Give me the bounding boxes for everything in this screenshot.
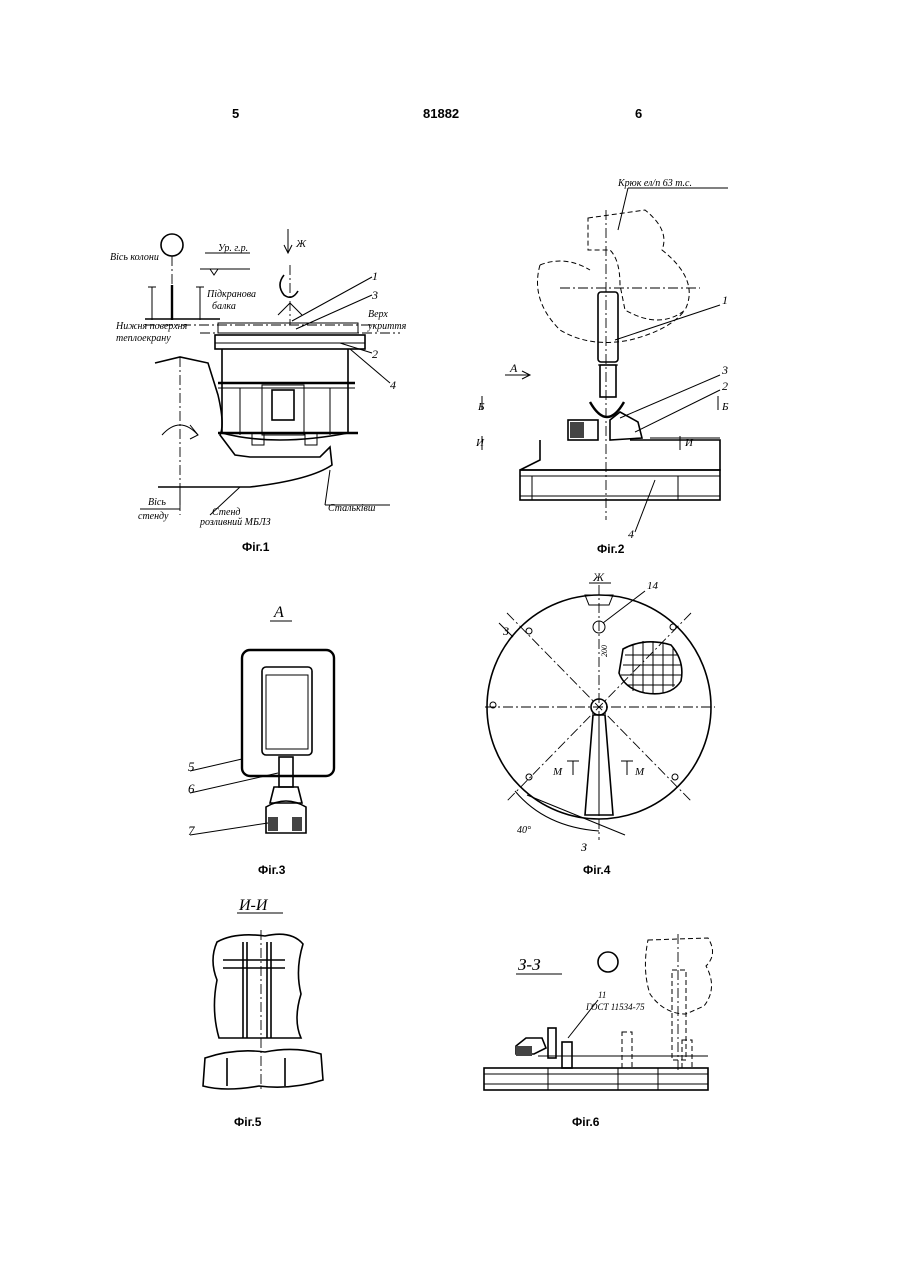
figure-2-drawing: Крюк ел/п 63 т.с. А Б Б И И 1 3 2 4 <box>470 170 740 540</box>
figure-5-caption: Фіг.5 <box>234 1115 261 1129</box>
fig1-label-column-axis: Вісь колони <box>110 252 159 263</box>
fig4-label-top: Ж <box>592 570 605 584</box>
fig4-label-dim-200: 200 <box>600 645 609 657</box>
fig2-label-view-a: А <box>509 361 518 375</box>
fig2-label-sec-b-left: Б <box>477 401 485 413</box>
figure-3-drawing: А 5 6 7 <box>180 595 350 850</box>
fig1-label-stand-axis-2: стенду <box>138 511 169 522</box>
fig2-label-sec-b-right: Б <box>721 401 729 413</box>
fig4-label-angle: 40° <box>517 825 531 836</box>
fig1-label-n3: 3 <box>371 288 378 302</box>
fig1-label-top-cover-2: укриття <box>367 321 407 332</box>
fig3-label-title: А <box>273 604 284 621</box>
fig4-label-sec-m-left: М <box>552 766 563 778</box>
figure-1-drawing: Вісь колони Ур. г.р. Ж Підкранова балка … <box>100 225 410 525</box>
fig1-label-crane-beam-2: балка <box>212 301 236 312</box>
fig4-label-n14: 14 <box>647 580 659 592</box>
fig3-label-n6: 6 <box>188 781 195 796</box>
fig2-label-sec-i-left: И <box>475 437 485 449</box>
fig4-label-sec-z-bottom: З <box>581 840 587 854</box>
figure-3-caption: Фіг.3 <box>258 863 285 877</box>
fig1-label-ladle: Стальківш <box>328 503 376 514</box>
fig1-label-stand-2: розливний МБЛЗ <box>199 517 271 528</box>
fig3-label-n5: 5 <box>188 759 195 774</box>
fig1-label-level: Ур. г.р. <box>218 243 248 254</box>
fig1-label-n2: 2 <box>372 347 378 361</box>
figure-4-caption: Фіг.4 <box>583 863 610 877</box>
fig1-label-bottom-surface-2: теплоекрану <box>116 333 171 344</box>
figure-6-drawing: З-З 11 ГОСТ 11534-75 <box>478 930 718 1105</box>
fig3-label-n7: 7 <box>188 823 195 838</box>
fig6-label-n11: 11 <box>598 990 606 1000</box>
figure-2-caption: Фіг.2 <box>597 542 624 556</box>
page-number-left: 5 <box>232 106 239 121</box>
fig4-label-sec-m-right: М <box>634 766 645 778</box>
fig5-label-title: И-И <box>238 897 269 914</box>
figure-1-caption: Фіг.1 <box>242 540 269 554</box>
figure-6-caption: Фіг.6 <box>572 1115 599 1129</box>
figure-5-drawing: И-И <box>195 890 330 1100</box>
fig1-label-arrow: Ж <box>295 238 307 250</box>
fig2-label-n3: 3 <box>721 363 728 377</box>
document-number: 81882 <box>423 106 459 121</box>
fig1-label-n1: 1 <box>372 269 378 283</box>
fig2-label-hook: Крюк ел/п 63 т.с. <box>617 178 692 189</box>
fig1-label-bottom-surface-1: Нижня поверхня <box>115 321 188 332</box>
figure-4-drawing: Ж 14 З З 200 М М 40° <box>485 565 720 855</box>
page-number-right: 6 <box>635 106 642 121</box>
fig4-label-sec-z-top: З <box>503 624 509 638</box>
fig1-label-crane-beam-1: Підкранова <box>206 289 256 300</box>
fig2-label-sec-i-right: И <box>684 437 694 449</box>
fig2-label-n1: 1 <box>722 293 728 307</box>
fig1-label-n4: 4 <box>390 378 396 392</box>
fig6-label-title: З-З <box>518 955 541 974</box>
fig2-label-n4: 4 <box>628 527 634 541</box>
fig1-label-stand-axis-1: Вісь <box>148 497 166 508</box>
fig6-label-gost: ГОСТ 11534-75 <box>585 1002 645 1012</box>
fig2-label-n2: 2 <box>722 379 728 393</box>
fig1-label-top-cover-1: Верх <box>368 309 388 320</box>
